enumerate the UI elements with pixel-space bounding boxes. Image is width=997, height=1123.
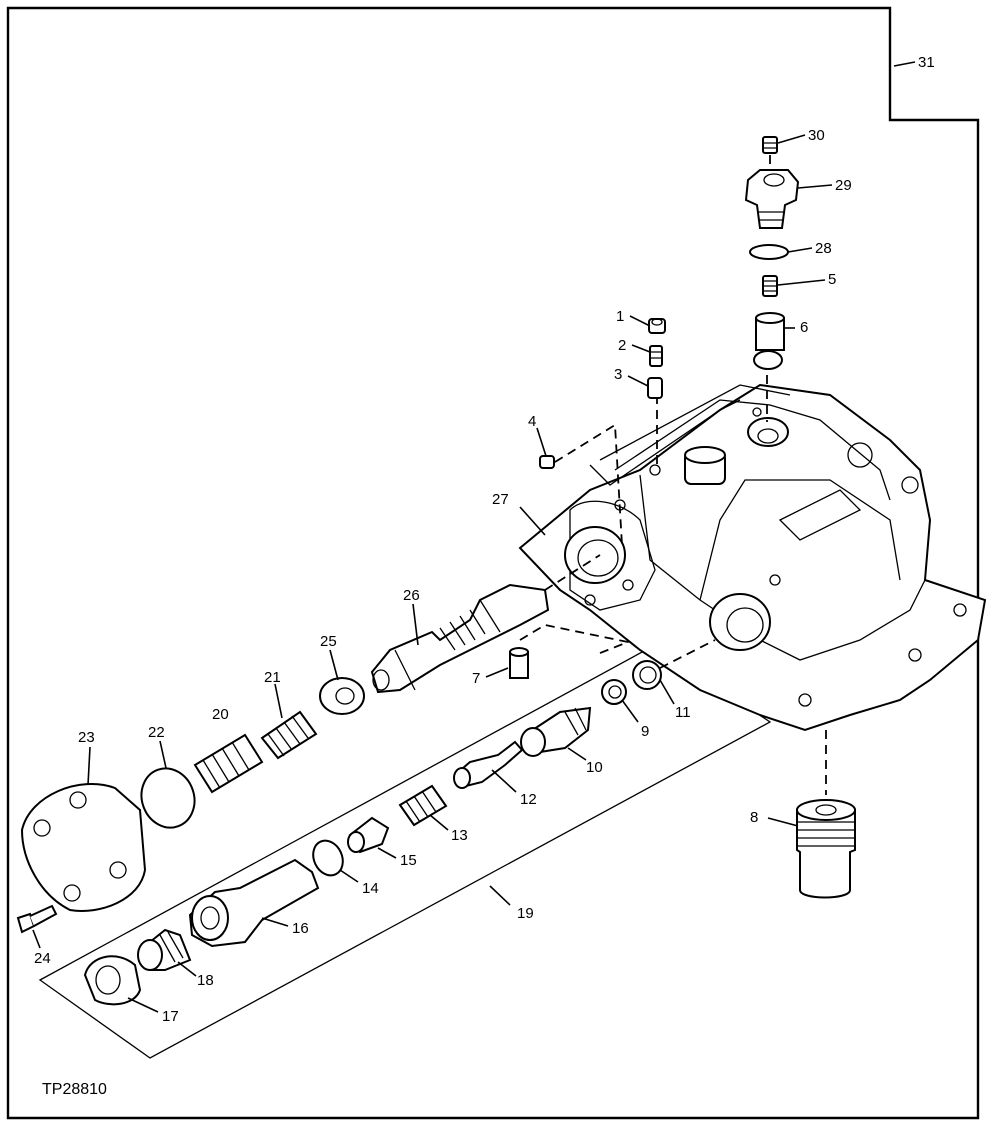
part-17 bbox=[83, 955, 142, 1006]
part-5 bbox=[762, 275, 778, 297]
callout-29: 29 bbox=[835, 177, 852, 194]
callout-30: 30 bbox=[808, 127, 825, 144]
callout-23: 23 bbox=[78, 729, 95, 746]
frame-boundary bbox=[6, 6, 980, 1120]
callout-20: 20 bbox=[212, 706, 229, 723]
callout-14: 14 bbox=[362, 880, 379, 897]
part-23 bbox=[20, 783, 147, 912]
callout-17: 17 bbox=[162, 1008, 179, 1025]
valve-housing bbox=[518, 383, 987, 732]
part-11 bbox=[632, 660, 662, 690]
assembly-line-11 bbox=[659, 639, 716, 669]
callout-15: 15 bbox=[400, 852, 417, 869]
part-9 bbox=[601, 679, 627, 705]
callout-22: 22 bbox=[148, 724, 165, 741]
part-21 bbox=[260, 710, 318, 760]
part-6 bbox=[753, 312, 785, 370]
callout-18: 18 bbox=[197, 972, 214, 989]
callout-13: 13 bbox=[451, 827, 468, 844]
part-20 bbox=[193, 733, 264, 794]
callout-labels: 31 30 29 28 5 6 1 2 3 4 27 26 25 21 20 7… bbox=[34, 54, 935, 1025]
callout-16: 16 bbox=[292, 920, 309, 937]
leader-lines bbox=[32, 61, 916, 1013]
callout-7: 7 bbox=[472, 670, 480, 687]
part-18 bbox=[137, 928, 192, 971]
callout-26: 26 bbox=[403, 587, 420, 604]
callout-2: 2 bbox=[618, 337, 626, 354]
part-7 bbox=[509, 647, 529, 679]
callout-25: 25 bbox=[320, 633, 337, 650]
part-16 bbox=[188, 858, 320, 948]
callout-21: 21 bbox=[264, 669, 281, 686]
part-8 bbox=[796, 799, 856, 899]
callout-4: 4 bbox=[528, 413, 536, 430]
part-15 bbox=[347, 816, 390, 854]
part-12 bbox=[453, 740, 524, 789]
part-29 bbox=[744, 169, 800, 229]
callout-1: 1 bbox=[616, 308, 624, 325]
kit-boundary-19 bbox=[38, 644, 772, 1059]
assembly-line-7 bbox=[519, 624, 632, 656]
part-30 bbox=[762, 136, 778, 154]
figure-code: TP28810 bbox=[42, 1081, 107, 1098]
callout-19: 19 bbox=[517, 905, 534, 922]
part-24 bbox=[16, 904, 58, 934]
callout-28: 28 bbox=[815, 240, 832, 257]
part-28 bbox=[749, 244, 789, 260]
part-22 bbox=[140, 767, 196, 829]
callout-12: 12 bbox=[520, 791, 537, 808]
callout-11: 11 bbox=[675, 704, 691, 721]
callout-24: 24 bbox=[34, 950, 51, 967]
callout-8: 8 bbox=[750, 809, 758, 826]
callout-27: 27 bbox=[492, 491, 509, 508]
part-4 bbox=[539, 455, 555, 469]
assembly-line-4 bbox=[554, 423, 623, 546]
part-25 bbox=[319, 677, 365, 715]
part-2 bbox=[649, 345, 663, 367]
part-3 bbox=[647, 377, 663, 399]
part-26 bbox=[370, 583, 550, 694]
callout-10: 10 bbox=[586, 759, 603, 776]
part-1 bbox=[648, 318, 666, 334]
callout-9: 9 bbox=[641, 723, 649, 740]
callout-3: 3 bbox=[614, 366, 622, 383]
part-13 bbox=[398, 784, 448, 827]
callout-5: 5 bbox=[828, 271, 836, 288]
callout-31: 31 bbox=[918, 54, 935, 71]
part-14 bbox=[312, 839, 344, 877]
part-10 bbox=[520, 706, 592, 757]
callout-6: 6 bbox=[800, 319, 808, 336]
assembly-line-26 bbox=[544, 554, 601, 591]
